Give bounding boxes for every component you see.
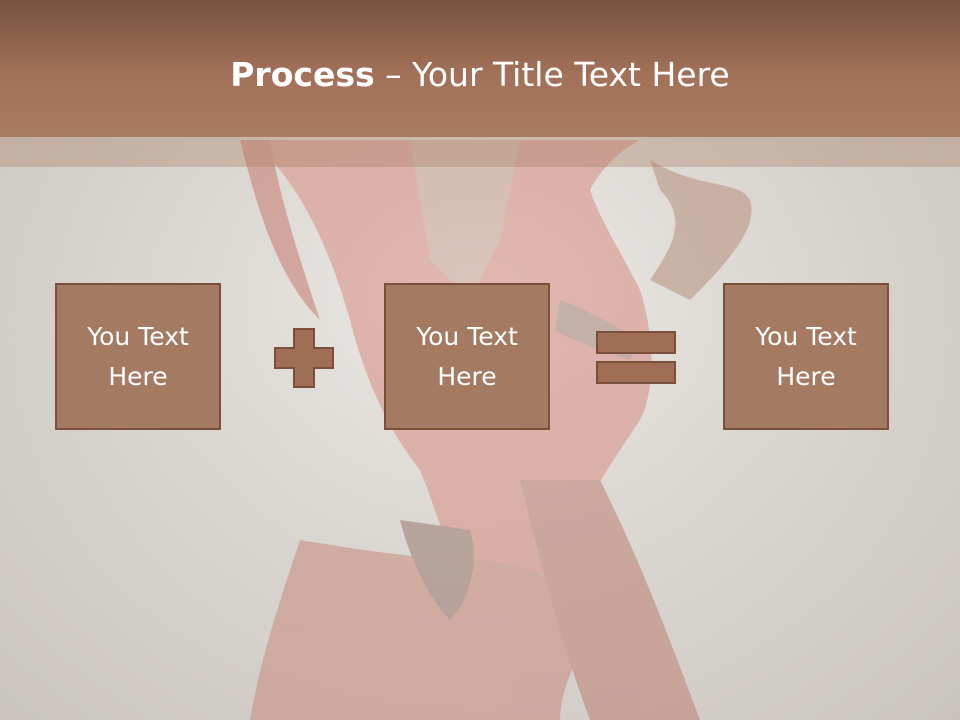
equals-icon <box>596 331 676 384</box>
process-box-2-label: You Text Here <box>416 321 518 391</box>
process-box-2[interactable]: You Text Here <box>384 283 550 430</box>
plus-icon <box>274 328 334 388</box>
process-box-1[interactable]: You Text Here <box>55 283 221 430</box>
slide-title-bold: Process <box>230 55 375 94</box>
title-band <box>0 137 960 167</box>
slide-title: Process – Your Title Text Here <box>0 52 960 98</box>
title-bar <box>0 0 960 137</box>
slide-title-rest: – Your Title Text Here <box>374 55 730 94</box>
process-box-1-label: You Text Here <box>87 321 189 391</box>
process-box-3[interactable]: You Text Here <box>723 283 889 430</box>
process-box-3-label: You Text Here <box>755 321 857 391</box>
